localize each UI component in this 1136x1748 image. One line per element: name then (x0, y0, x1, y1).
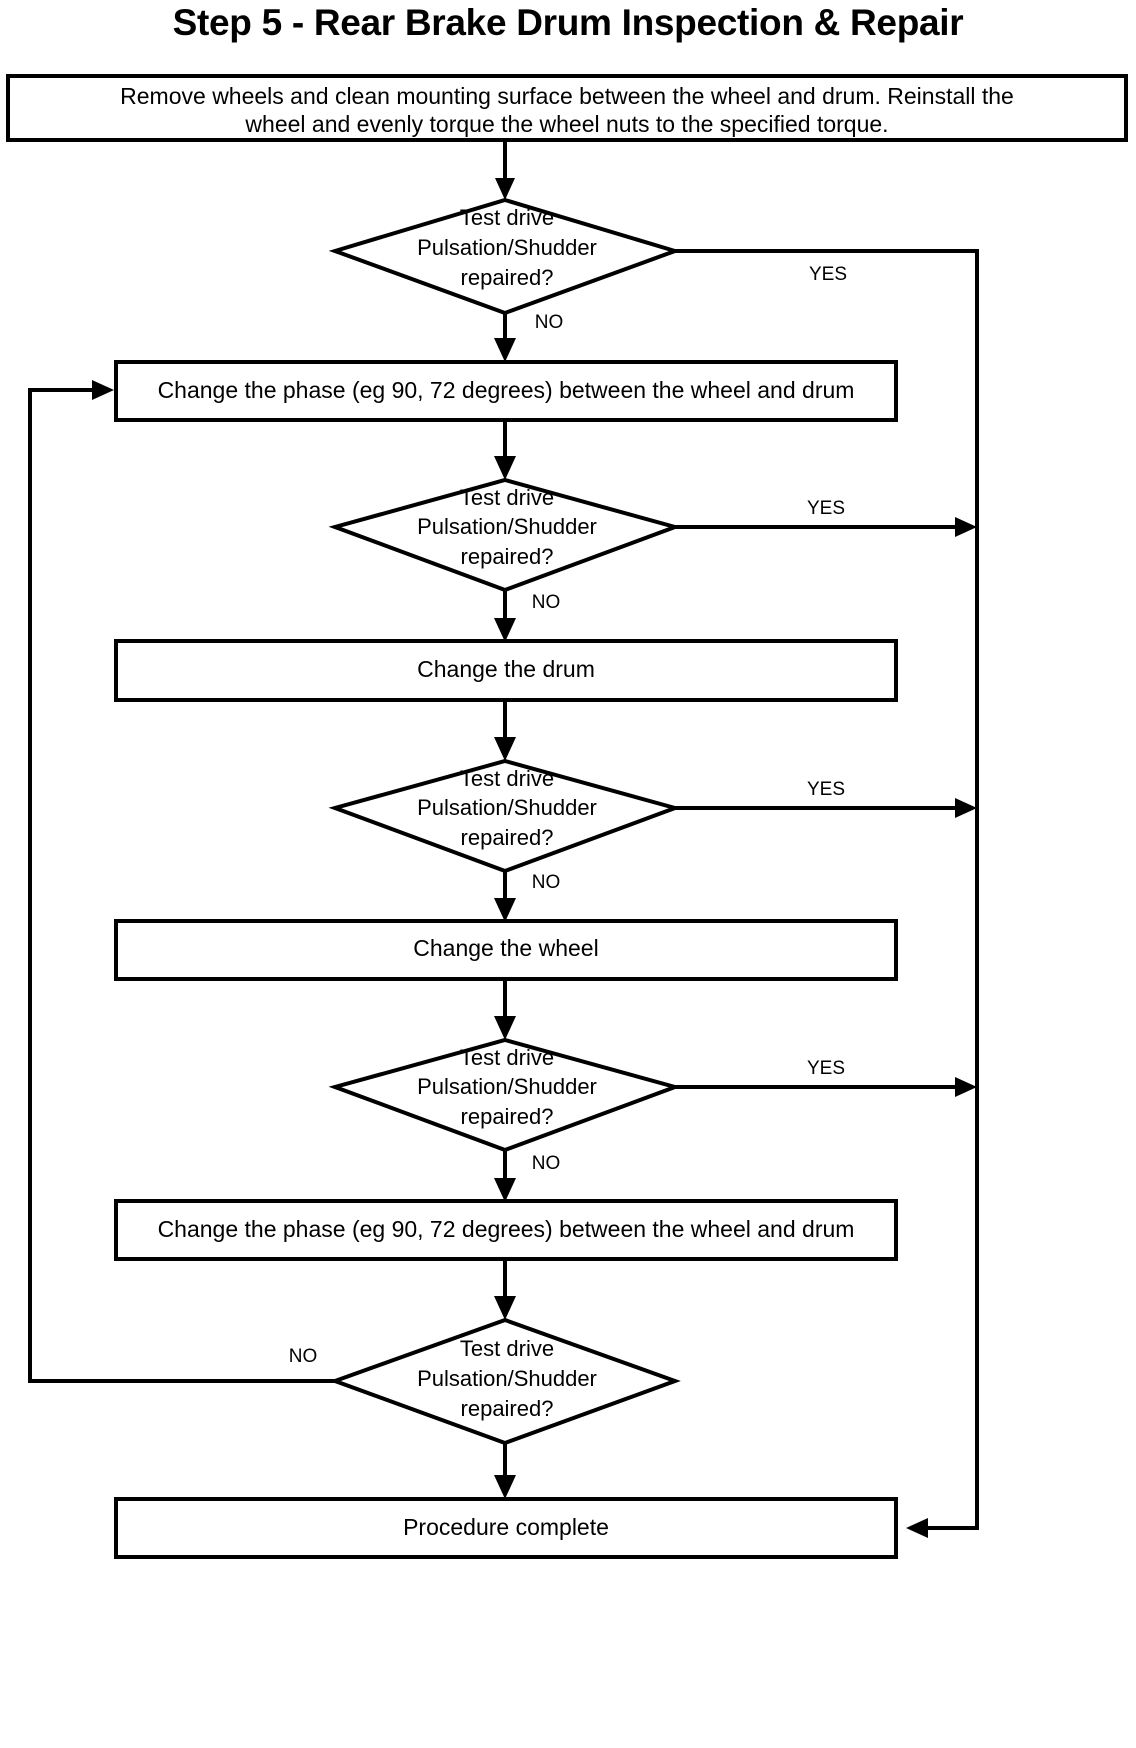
node-text-line3: repaired? (461, 265, 554, 290)
edge-label-d1-yes: YES (809, 264, 847, 285)
arrowhead-icon (494, 456, 516, 480)
node-decision-5[interactable]: Test drive Pulsation/Shudder repaired? (329, 1317, 681, 1446)
arrowhead-icon (494, 898, 516, 922)
node-text-line1: Remove wheels and clean mounting surface… (120, 83, 1014, 109)
node-shape-diamond (328, 758, 682, 874)
arrowhead-icon (955, 517, 977, 537)
node-text-line1: Test drive (460, 766, 554, 791)
node-shape-diamond (328, 197, 682, 316)
node-decision-1[interactable]: Test drive Pulsation/Shudder repaired? (328, 197, 682, 316)
node-shape-rect (114, 919, 898, 981)
node-text-line2: wheel and evenly torque the wheel nuts t… (244, 111, 888, 137)
arrowhead-icon (494, 737, 516, 761)
edge-label-d2-yes: YES (807, 498, 845, 519)
edge-d1-no-to-n2 (494, 313, 516, 362)
node-text-line2: Pulsation/Shudder (417, 235, 597, 260)
edge-label-d4-yes: YES (807, 1058, 845, 1079)
node-text-line1: Test drive (460, 1336, 554, 1361)
edge-n1-to-d1 (495, 140, 515, 200)
edge-n4-to-d4 (494, 979, 516, 1040)
node-shape-rect (6, 74, 1128, 142)
node-text-line2: Pulsation/Shudder (417, 514, 597, 539)
node-text-line2: Pulsation/Shudder (417, 1366, 597, 1391)
arrowhead-icon (495, 178, 515, 200)
node-text-line1: Change the phase (eg 90, 72 degrees) bet… (158, 377, 855, 403)
node-text-line2: Pulsation/Shudder (417, 1074, 597, 1099)
edge-d2-no-to-n3 (494, 590, 516, 642)
node-text-line3: repaired? (461, 1396, 554, 1421)
node-change-wheel-box[interactable]: Change the wheel (114, 919, 898, 981)
node-shape-diamond (329, 1317, 681, 1446)
edge-d3-no-to-n4 (494, 871, 516, 922)
node-decision-3[interactable]: Test drive Pulsation/Shudder repaired? (328, 758, 682, 874)
edge-d3-yes-to-collector (675, 798, 977, 818)
arrowhead-icon (494, 1475, 516, 1499)
node-shape-diamond (328, 477, 682, 593)
node-shape-rect (114, 639, 898, 702)
edge-label-d4-no: NO (532, 1153, 561, 1174)
edge-label-d5-no: NO (289, 1346, 318, 1367)
node-procedure-complete-box[interactable]: Procedure complete (114, 1497, 898, 1559)
node-text-line1: Change the drum (417, 656, 595, 682)
edge-d5-to-n6 (494, 1443, 516, 1499)
node-decision-4[interactable]: Test drive Pulsation/Shudder repaired? (328, 1037, 682, 1153)
edge-label-d2-no: NO (532, 592, 561, 613)
arrowhead-icon (494, 338, 516, 362)
node-decision-2[interactable]: Test drive Pulsation/Shudder repaired? (328, 477, 682, 593)
node-shape-rect (114, 1199, 898, 1261)
node-shape-rect (114, 1497, 898, 1559)
node-shape-diamond (328, 1037, 682, 1153)
node-text-line2: Pulsation/Shudder (417, 795, 597, 820)
node-change-phase-box-2[interactable]: Change the phase (eg 90, 72 degrees) bet… (114, 1199, 898, 1261)
edge-d4-yes-to-collector (675, 1077, 977, 1097)
edge-d1-yes-to-complete (675, 249, 979, 1538)
node-text-line1: Procedure complete (403, 1514, 609, 1540)
node-text-line3: repaired? (461, 1104, 554, 1129)
arrowhead-icon (92, 380, 114, 400)
edge-label-d1-no: NO (535, 312, 564, 333)
arrowhead-icon (955, 1077, 977, 1097)
arrowhead-icon (494, 1016, 516, 1040)
edge-n2-to-d2 (494, 420, 516, 480)
node-text-line1: Test drive (460, 485, 554, 510)
arrowhead-icon (494, 1296, 516, 1320)
edge-n5-to-d5 (494, 1259, 516, 1320)
node-text-line1: Change the wheel (413, 935, 598, 961)
node-text-line3: repaired? (461, 825, 554, 850)
node-shape-rect (114, 360, 898, 422)
arrowhead-icon (906, 1518, 928, 1538)
node-text-line3: repaired? (461, 544, 554, 569)
node-text-line1: Test drive (460, 205, 554, 230)
node-change-phase-box-1[interactable]: Change the phase (eg 90, 72 degrees) bet… (114, 360, 898, 422)
edge-d2-yes-to-collector (675, 517, 977, 537)
edge-n3-to-d3 (494, 700, 516, 761)
node-change-drum-box[interactable]: Change the drum (114, 639, 898, 702)
node-text-line1: Test drive (460, 1045, 554, 1070)
edge-label-d3-yes: YES (807, 779, 845, 800)
arrowhead-icon (494, 1178, 516, 1202)
page-title: Step 5 - Rear Brake Drum Inspection & Re… (172, 2, 964, 43)
arrowhead-icon (494, 618, 516, 642)
edge-label-d3-no: NO (532, 872, 561, 893)
edge-d4-no-to-n5 (494, 1150, 516, 1202)
node-remove-wheels-box[interactable]: Remove wheels and clean mounting surface… (6, 74, 1128, 142)
edge-d5-no-to-n2 (28, 380, 335, 1383)
node-text-line1: Change the phase (eg 90, 72 degrees) bet… (158, 1216, 855, 1242)
arrowhead-icon (955, 798, 977, 818)
